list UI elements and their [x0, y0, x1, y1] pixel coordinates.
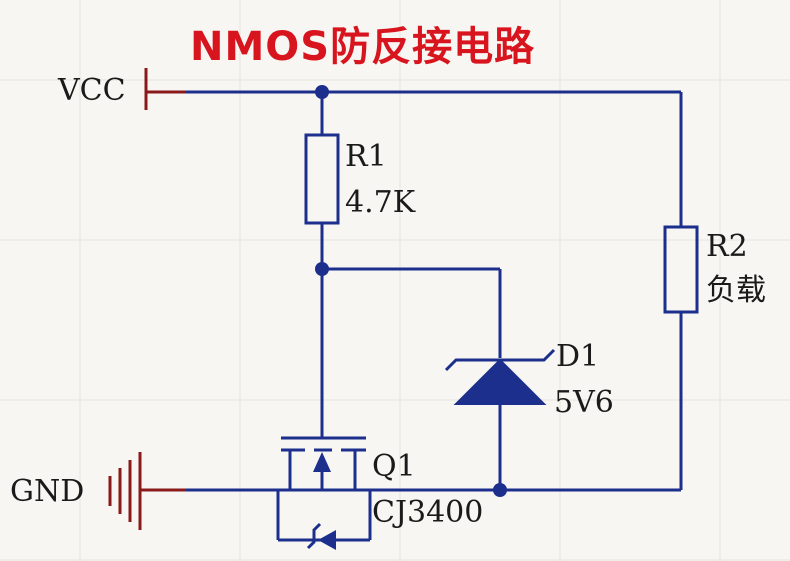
r1-ref-label: R1: [345, 139, 387, 174]
q1-nmos-transistor: [276, 404, 372, 550]
q1-channel-arrow: [313, 452, 331, 472]
q1-body-diode-triangle: [318, 530, 336, 550]
vcc-net-label: VCC: [58, 73, 126, 108]
gnd-power-port: [108, 452, 186, 530]
vcc-power-port: [144, 68, 186, 110]
junctions: [315, 85, 507, 497]
d1-ref-label: D1: [556, 339, 600, 374]
gnd-net-label: GND: [10, 474, 85, 509]
junction-dot: [315, 85, 329, 99]
diagram-title: NMOS防反接电路: [190, 24, 536, 70]
d1-zener-diode: [444, 348, 556, 405]
d1-value-label: 5V6: [554, 385, 614, 420]
q1-value-label: CJ3400: [372, 495, 484, 530]
r2-value-label: 负载: [706, 273, 766, 308]
r2-ref-label: R2: [706, 229, 748, 264]
junction-dot: [493, 483, 507, 497]
junction-dot: [315, 262, 329, 276]
r1-resistor-body: [304, 133, 340, 225]
q1-ref-label: Q1: [372, 449, 416, 484]
wires: [186, 90, 683, 492]
r1-value-label: 4.7K: [345, 185, 416, 220]
